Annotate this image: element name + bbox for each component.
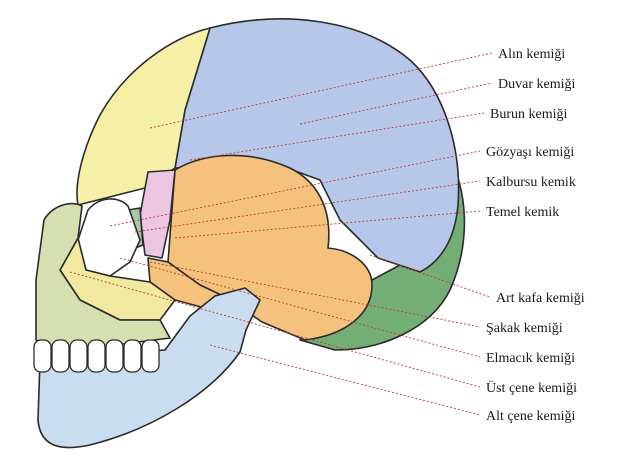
- leader-line: [109, 150, 481, 227]
- label-mandible: Alt çene kemiği: [486, 409, 576, 424]
- label-parietal: Duvar kemiği: [498, 77, 575, 92]
- leader-lines: [69, 52, 493, 416]
- tooth: [105, 339, 124, 373]
- leader-line: [189, 112, 485, 161]
- label-occipital: Art kafa kemiği: [496, 291, 585, 306]
- leader-line: [149, 261, 481, 328]
- tooth: [123, 339, 142, 373]
- label-temporal: Şakak kemiği: [486, 321, 563, 336]
- tooth: [87, 339, 106, 373]
- label-maxilla: Üst çene kemiği: [486, 379, 577, 396]
- labels: Alın kemiği Duvar kemiği Burun kemiği Gö…: [486, 47, 585, 424]
- label-zygomatic: Elmacık kemiği: [486, 351, 575, 366]
- teeth-row: [33, 339, 160, 373]
- parietal-bone-shape: [174, 18, 460, 273]
- label-nasal: Burun kemiği: [490, 107, 567, 122]
- label-lacrimal: Gözyaşı kemiği: [486, 145, 574, 160]
- leader-line: [299, 82, 493, 125]
- label-frontal: Alın kemiği: [498, 47, 565, 62]
- leader-line: [69, 271, 481, 388]
- leader-line: [209, 344, 481, 416]
- tooth: [69, 339, 88, 373]
- tooth: [141, 339, 160, 373]
- label-sphenoid: Temel kemik: [486, 205, 559, 220]
- tooth: [33, 339, 52, 373]
- label-ethmoid: Kalbursu kemik: [486, 175, 576, 190]
- leader-line: [174, 210, 481, 239]
- tooth: [51, 339, 70, 373]
- leader-line: [369, 254, 491, 298]
